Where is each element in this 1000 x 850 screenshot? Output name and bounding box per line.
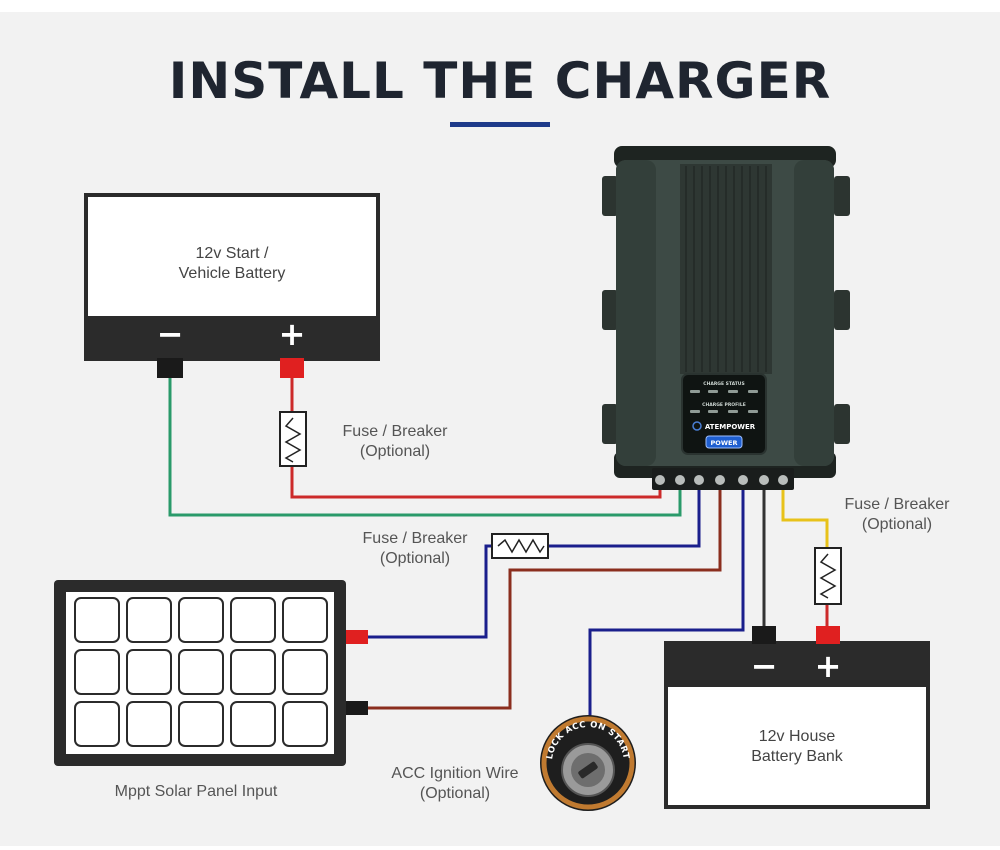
charge-status-leds: [690, 390, 758, 393]
acc-label-line1: ACC Ignition Wire: [391, 765, 519, 782]
solar-positive-terminal: [346, 630, 368, 644]
charger-display-panel: [681, 373, 767, 455]
fuse-start-label-line1: Fuse / Breaker: [342, 423, 448, 440]
house-battery-label-line1: 12v House: [758, 728, 836, 745]
wire-acc: [588, 480, 745, 725]
charger-power-button[interactable]: [705, 435, 743, 449]
start-positive-terminal: [280, 358, 304, 378]
charger-power-label: POWER: [711, 439, 738, 447]
title-underline: [450, 122, 550, 127]
fuse-start-label-line2: (Optional): [359, 443, 431, 460]
house-positive-terminal: [816, 626, 840, 644]
wire-solar-positive: [368, 544, 492, 639]
charge-profile-leds: [690, 410, 758, 413]
charger-heatsink-fins: [685, 166, 767, 372]
start-positive-symbol: +: [279, 315, 306, 353]
fuse-house-label-line2: (Optional): [861, 516, 933, 533]
fuse-solar-icon: [491, 533, 549, 559]
charge-profile-label: CHARGE PROFILE: [702, 402, 746, 408]
wire-solar-negative: [368, 480, 722, 710]
start-battery: − +: [84, 193, 380, 378]
house-negative-symbol: −: [751, 647, 778, 685]
wire-start-negative: [168, 378, 682, 517]
solar-negative-terminal: [346, 701, 368, 715]
fuse-house-label-line1: Fuse / Breaker: [844, 496, 950, 513]
fuse-house-label: Fuse / Breaker (Optional): [822, 495, 972, 535]
fuse-solar-label-line2: (Optional): [379, 550, 451, 567]
charger-brand: ATEMPOWER: [705, 423, 756, 431]
start-negative-terminal: [157, 358, 183, 378]
start-battery-label-line1: 12v Start /: [195, 245, 269, 262]
fuse-solar-label: Fuse / Breaker (Optional): [340, 529, 490, 569]
page-title: INSTALL THE CHARGER: [168, 52, 832, 110]
acc-label-line2: (Optional): [419, 785, 491, 802]
ignition-switch-icon: LOCK ACC ON START: [540, 715, 636, 811]
charger-mounting-tabs: [602, 176, 850, 444]
brand-logo-icon: [692, 421, 702, 431]
solar-panel: [54, 580, 368, 766]
wire-start-positive-to-charger: [290, 466, 662, 499]
fuse-house-icon: [814, 547, 842, 605]
acc-label: ACC Ignition Wire (Optional): [370, 764, 540, 804]
wire-solar-positive-to-charger: [548, 480, 701, 548]
start-battery-label: 12v Start / Vehicle Battery: [86, 244, 378, 284]
charger-terminal-screws: [655, 475, 788, 485]
house-battery-label: 12v House Battery Bank: [666, 727, 928, 767]
wire-house-positive-to-charger: [781, 480, 829, 548]
fuse-start-icon: [279, 411, 307, 467]
house-battery-label-line2: Battery Bank: [751, 748, 843, 765]
house-battery: − +: [664, 626, 930, 809]
solar-cells: [74, 597, 328, 747]
fuse-start-label: Fuse / Breaker (Optional): [320, 422, 470, 462]
house-positive-symbol: +: [815, 647, 842, 685]
fuse-solar-label-line1: Fuse / Breaker: [362, 530, 468, 547]
start-battery-label-line2: Vehicle Battery: [178, 265, 286, 282]
house-negative-terminal: [752, 626, 776, 644]
dc-dc-charger: CHARGE STATUS CHARGE PROFILE ATEMPOWER P…: [602, 146, 850, 490]
start-negative-symbol: −: [157, 315, 184, 353]
charge-status-label: CHARGE STATUS: [703, 381, 744, 387]
solar-panel-label: Mppt Solar Panel Input: [114, 783, 278, 800]
